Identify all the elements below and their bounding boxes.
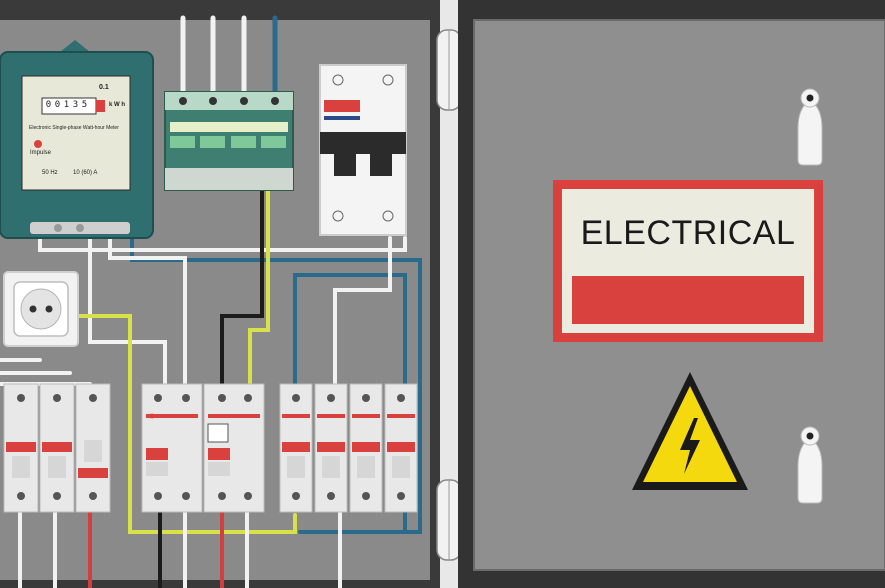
door-lock-icon	[797, 88, 823, 166]
meter-impulse-label: Impulse	[30, 150, 52, 156]
meter-digit: 3	[72, 100, 79, 110]
circuit-breaker-icon	[314, 383, 348, 513]
meter-description: Electronic Single-phase Watt-hour Meter	[29, 125, 119, 131]
electrical-sign	[553, 180, 823, 342]
circuit-breaker-icon	[384, 383, 418, 513]
circuit-breaker-icon	[39, 383, 75, 513]
door-hinge-icon	[436, 29, 462, 111]
meter-current-rating: 10 (60) A	[73, 170, 98, 176]
circuit-breaker-icon	[3, 383, 39, 513]
rcd-unit-right	[203, 383, 265, 513]
meter-digit: 5	[81, 100, 88, 110]
meter-digit: 0	[54, 100, 61, 110]
meter-multiplier: 0.1	[99, 84, 109, 91]
meter-digit: 8	[90, 100, 97, 110]
door-hinge-icon	[436, 479, 462, 561]
circuit-breaker-icon	[75, 383, 111, 513]
meter-digit: 1	[63, 100, 70, 110]
power-socket-icon	[3, 271, 79, 347]
circuit-breaker-icon	[349, 383, 383, 513]
rcd-unit-left	[141, 383, 203, 513]
meter-digit: 0	[45, 100, 52, 110]
circuit-breaker-icon	[279, 383, 313, 513]
electrical-meter-icon	[0, 40, 154, 239]
meter-unit: k W h	[109, 102, 125, 108]
main-circuit-breaker-icon	[319, 64, 407, 236]
meter-digit-windows	[41, 97, 105, 115]
impulse-led	[34, 140, 42, 148]
meter-reading: 0 0 1 3 5 8	[44, 100, 106, 110]
sign-label: ELECTRICAL	[580, 214, 796, 252]
door-lock-icon	[797, 426, 823, 504]
wiring	[0, 15, 422, 588]
circuit-breaker-row-right	[279, 383, 418, 513]
high-voltage-warning-icon	[632, 372, 748, 490]
meter-frequency: 50 Hz	[42, 170, 58, 176]
circuit-breaker-row-left	[3, 383, 111, 513]
terminal-block	[164, 91, 294, 191]
